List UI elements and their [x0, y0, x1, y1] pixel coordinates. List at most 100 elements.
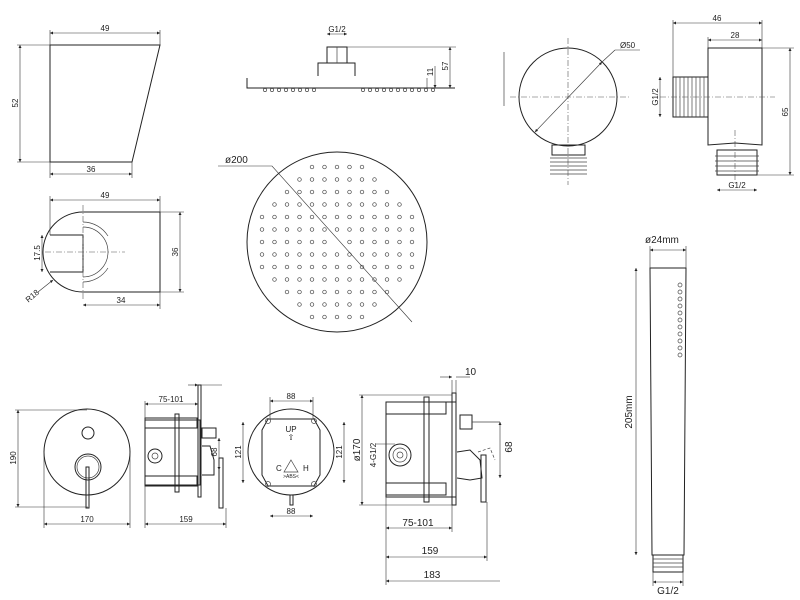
nozzle-dot — [372, 264, 377, 270]
nozzle-dot — [382, 88, 386, 92]
nozzle-dot — [409, 252, 415, 257]
nozzle-dot — [297, 177, 302, 182]
nozzle-dot — [297, 289, 302, 295]
nozzle-dot — [384, 289, 390, 295]
nozzle-dot — [322, 164, 327, 170]
wall-outlet-side-view: 46 28 G1/2 65 G1/2 — [651, 14, 794, 192]
nozzle-dot — [409, 214, 415, 220]
nozzle-dot — [270, 88, 274, 92]
nozzle-dot — [309, 164, 315, 170]
dim-length: 205mm — [624, 395, 635, 428]
nozzle-dot — [397, 252, 402, 257]
nozzle-dot — [272, 277, 277, 282]
nozzle-dot — [298, 88, 302, 92]
nozzle-dot — [359, 214, 365, 220]
nozzle-dot — [309, 177, 315, 182]
nozzle-dot — [309, 214, 315, 220]
nozzle-dot — [359, 164, 365, 170]
nozzle-dot — [309, 264, 315, 270]
dim-top: 88 — [287, 392, 296, 401]
nozzle-dot — [347, 314, 352, 320]
nozzle-dot — [297, 214, 302, 220]
nozzle-dot — [284, 239, 290, 245]
nozzle-dot — [359, 264, 365, 270]
dim-depth-range: 75-101 — [159, 395, 184, 404]
nozzle-dot — [272, 202, 277, 207]
nozzle-dot — [309, 277, 315, 282]
nozzle-dot — [322, 189, 327, 195]
dim-left: 121 — [234, 445, 243, 459]
nozzle-dot — [309, 314, 315, 320]
nozzle-dot — [297, 189, 302, 195]
label-material: >ABS< — [283, 474, 299, 480]
nozzle-dot — [375, 88, 379, 92]
nozzle-dot — [297, 277, 302, 282]
nozzle-dot — [334, 227, 340, 232]
dim-width-bottom: 36 — [87, 165, 96, 174]
nozzle-dot — [284, 289, 290, 295]
dim-body: 28 — [731, 31, 740, 40]
valve-side-small-view: 75-101 68 159 — [144, 383, 227, 528]
nozzle-dot — [372, 202, 377, 207]
nozzle-dot — [431, 88, 435, 92]
nozzle-dot — [384, 214, 390, 220]
nozzle-dot — [677, 310, 683, 316]
wall-holder-front-view: 49 52 36 — [11, 24, 161, 178]
nozzle-dot — [372, 277, 377, 282]
dim-pipe: 17.5 — [33, 245, 42, 261]
dim-lever: 68 — [210, 447, 219, 456]
dim-diameter: Ø50 — [620, 41, 636, 50]
nozzle-dot — [347, 302, 352, 307]
nozzle-dot — [397, 227, 402, 232]
nozzle-dot — [322, 314, 327, 320]
nozzle-dot — [359, 239, 365, 245]
nozzle-dot — [272, 239, 277, 245]
nozzle-dot — [259, 239, 265, 245]
dim-height: 52 — [11, 98, 20, 107]
nozzle-dot — [384, 227, 390, 232]
dim-plate: 11 — [426, 67, 435, 76]
nozzle-dot — [259, 264, 265, 270]
dim-lever: 68 — [504, 441, 515, 453]
dim-right: 121 — [335, 445, 344, 459]
nozzle-dot — [334, 202, 340, 207]
nozzle-dot — [372, 214, 377, 220]
nozzle-dot — [397, 239, 402, 245]
nozzle-dot — [284, 252, 290, 257]
wall-outlet-front-view: Ø50 — [503, 38, 640, 185]
nozzle-dot — [677, 296, 683, 302]
nozzle-dot — [372, 239, 377, 245]
nozzle-dot — [384, 277, 390, 282]
nozzle-dot — [334, 214, 340, 220]
dim-thread-bottom: G1/2 — [728, 181, 746, 190]
nozzle-dot — [359, 289, 365, 295]
nozzle-dot — [397, 214, 402, 220]
dim-total: 183 — [424, 570, 441, 581]
nozzle-dot — [309, 239, 315, 245]
nozzle-dot — [322, 264, 327, 270]
nozzle-dot — [334, 314, 340, 320]
nozzle-dot — [372, 289, 377, 295]
valve-front-view: 190 170 — [9, 408, 131, 528]
nozzle-dot — [347, 289, 352, 295]
nozzle-dot — [409, 227, 415, 232]
nozzle-dot — [272, 227, 277, 232]
nozzle-dot — [384, 264, 390, 270]
nozzle-dot — [372, 302, 377, 307]
dim-width: 170 — [80, 515, 94, 524]
nozzle-dot — [322, 252, 327, 257]
nozzle-dot — [372, 252, 377, 257]
dim-ports: 4-G1/2 — [369, 442, 378, 467]
nozzle-dot — [359, 202, 365, 207]
nozzle-dot — [347, 177, 352, 182]
nozzle-dot — [347, 164, 352, 170]
nozzle-dot — [677, 289, 683, 295]
nozzle-dot — [397, 277, 402, 282]
nozzle-dot — [334, 252, 340, 257]
nozzle-dot — [322, 277, 327, 282]
nozzle-dot — [359, 227, 365, 232]
nozzle-dot — [417, 88, 421, 92]
nozzle-dot — [424, 88, 428, 92]
nozzle-dot — [359, 277, 365, 282]
nozzle-dot — [272, 264, 277, 270]
